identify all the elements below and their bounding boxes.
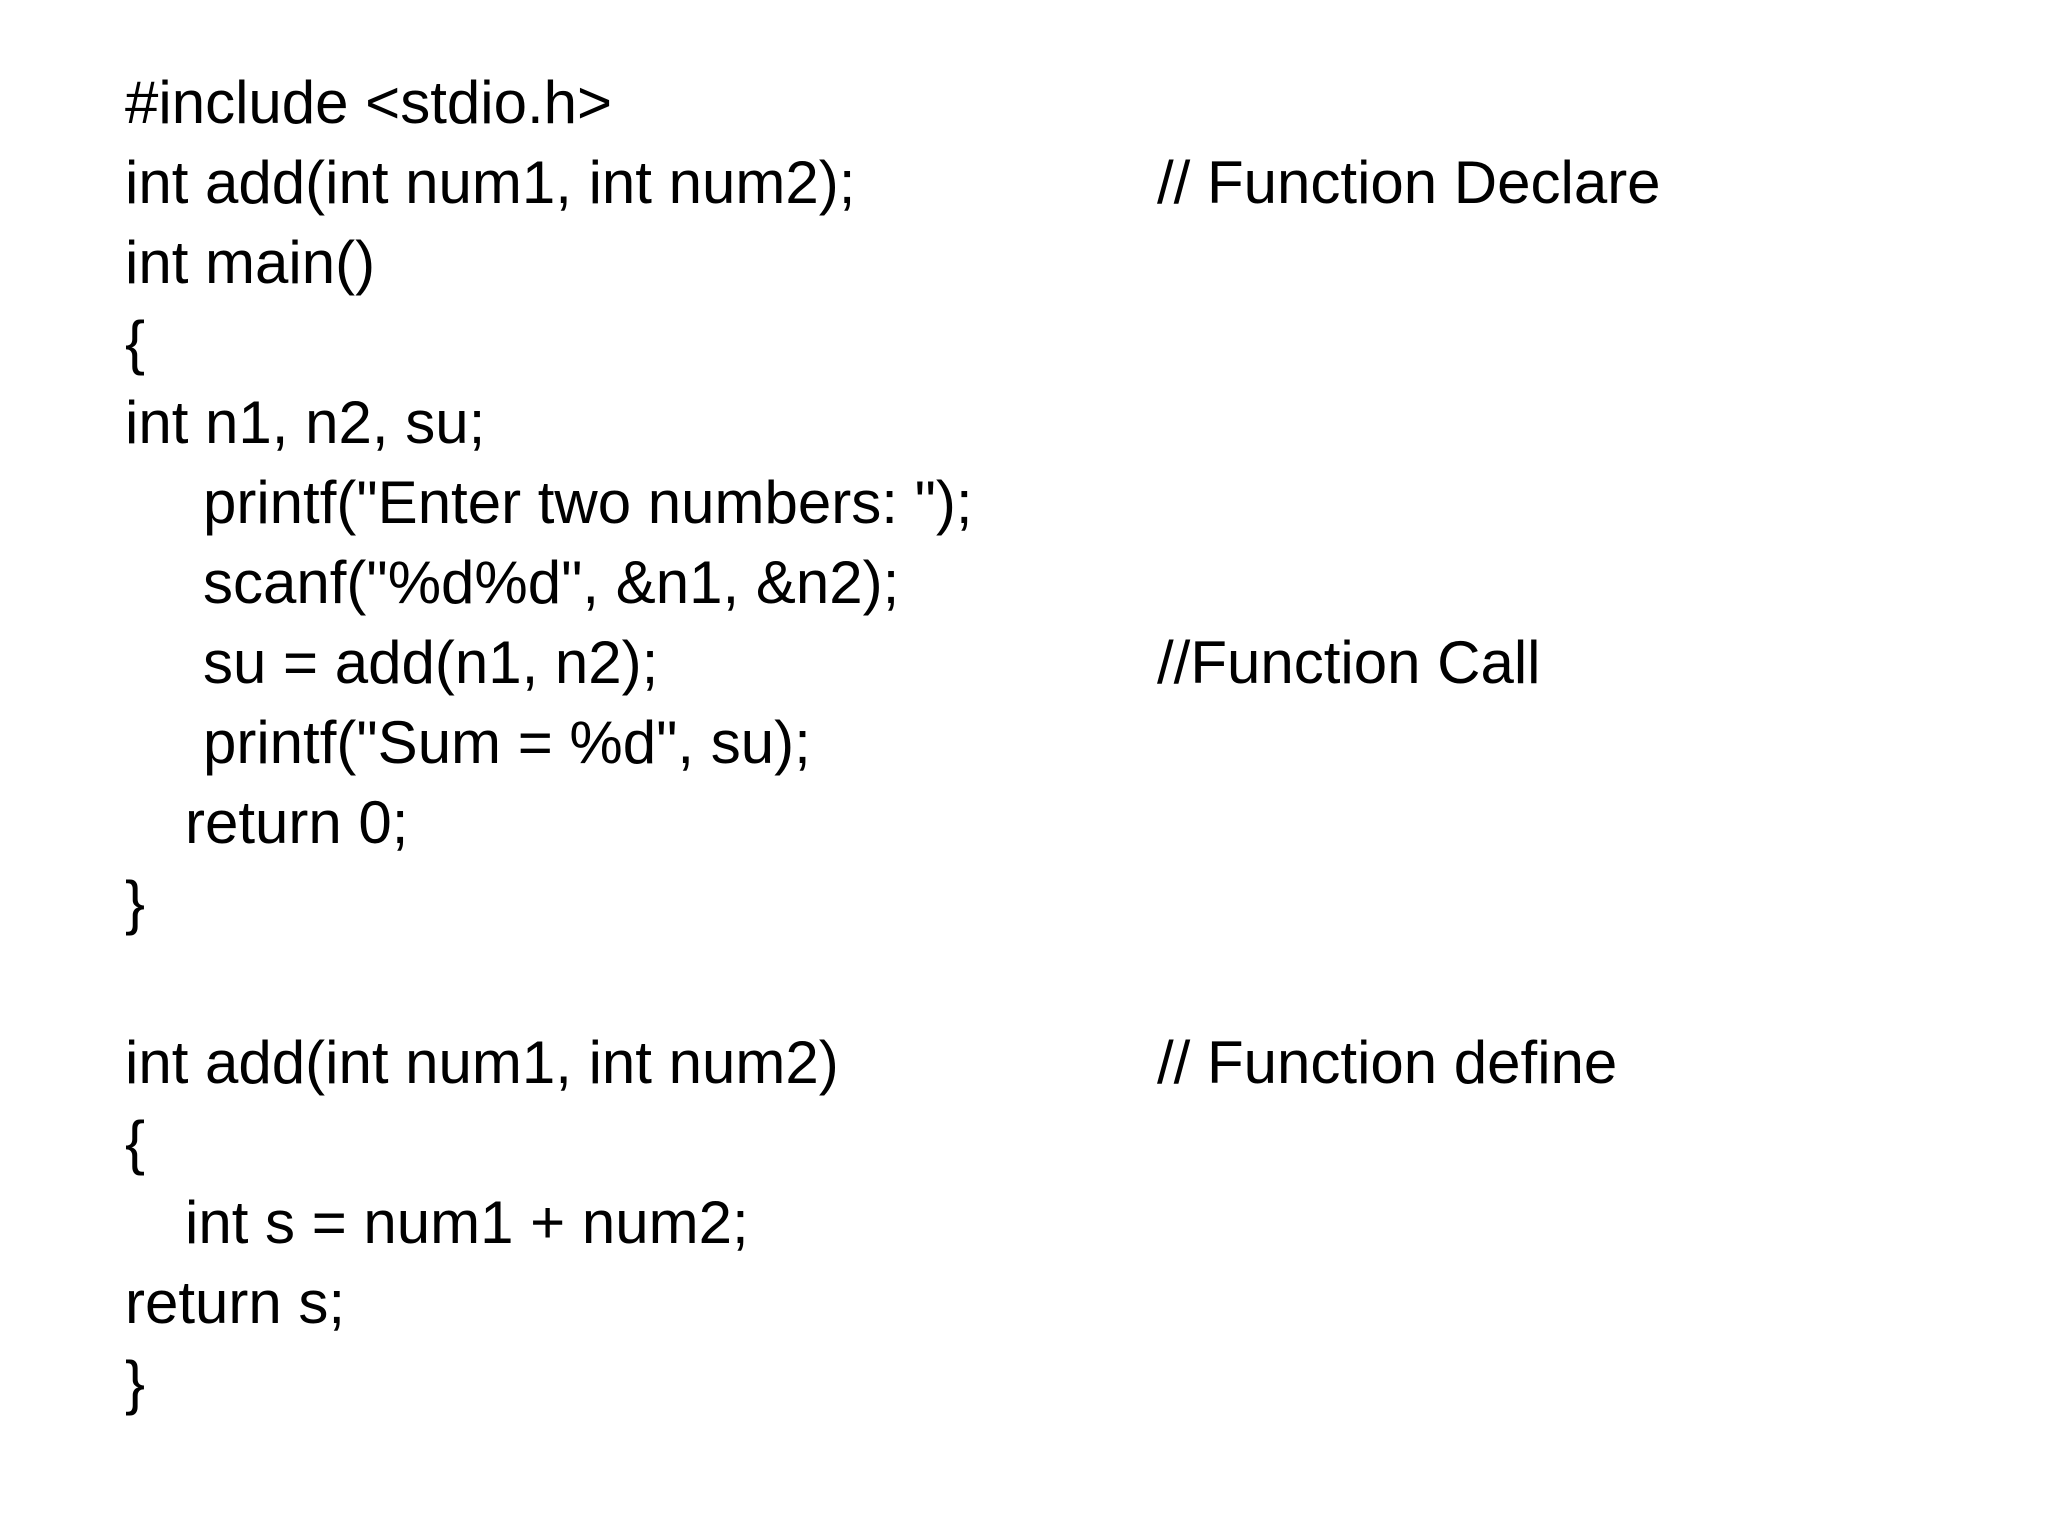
code-line-main-close-brace: } — [125, 869, 146, 936]
comment-function-declare: // Function Declare — [1157, 149, 1661, 216]
code-line-printf-prompt: printf("Enter two numbers: "); — [203, 469, 973, 536]
code-line-main-signature: int main() — [125, 229, 376, 296]
code-line-function-call: su = add(n1, n2); — [203, 629, 659, 696]
comment-function-call: //Function Call — [1157, 629, 1541, 696]
code-line-main-open-brace: { — [125, 309, 146, 376]
code-line-variable-declaration: int n1, n2, su; — [125, 389, 486, 456]
code-line-add-close-brace: } — [125, 1349, 146, 1416]
code-line-add-open-brace: { — [125, 1109, 146, 1176]
code-line-printf-sum: printf("Sum = %d", su); — [203, 709, 811, 776]
code-line-return-zero: return 0; — [185, 789, 409, 856]
code-line-sum-expression: int s = num1 + num2; — [185, 1189, 749, 1256]
code-line-add-definition: int add(int num1, int num2) — [125, 1029, 839, 1096]
code-line-add-declaration: int add(int num1, int num2); — [125, 149, 856, 216]
comment-function-define: // Function define — [1157, 1029, 1618, 1096]
code-line-return-sum: return s; — [125, 1269, 346, 1336]
code-line-include: #include <stdio.h> — [125, 69, 613, 136]
code-line-scanf: scanf("%d%d", &n1, &n2); — [203, 549, 900, 616]
